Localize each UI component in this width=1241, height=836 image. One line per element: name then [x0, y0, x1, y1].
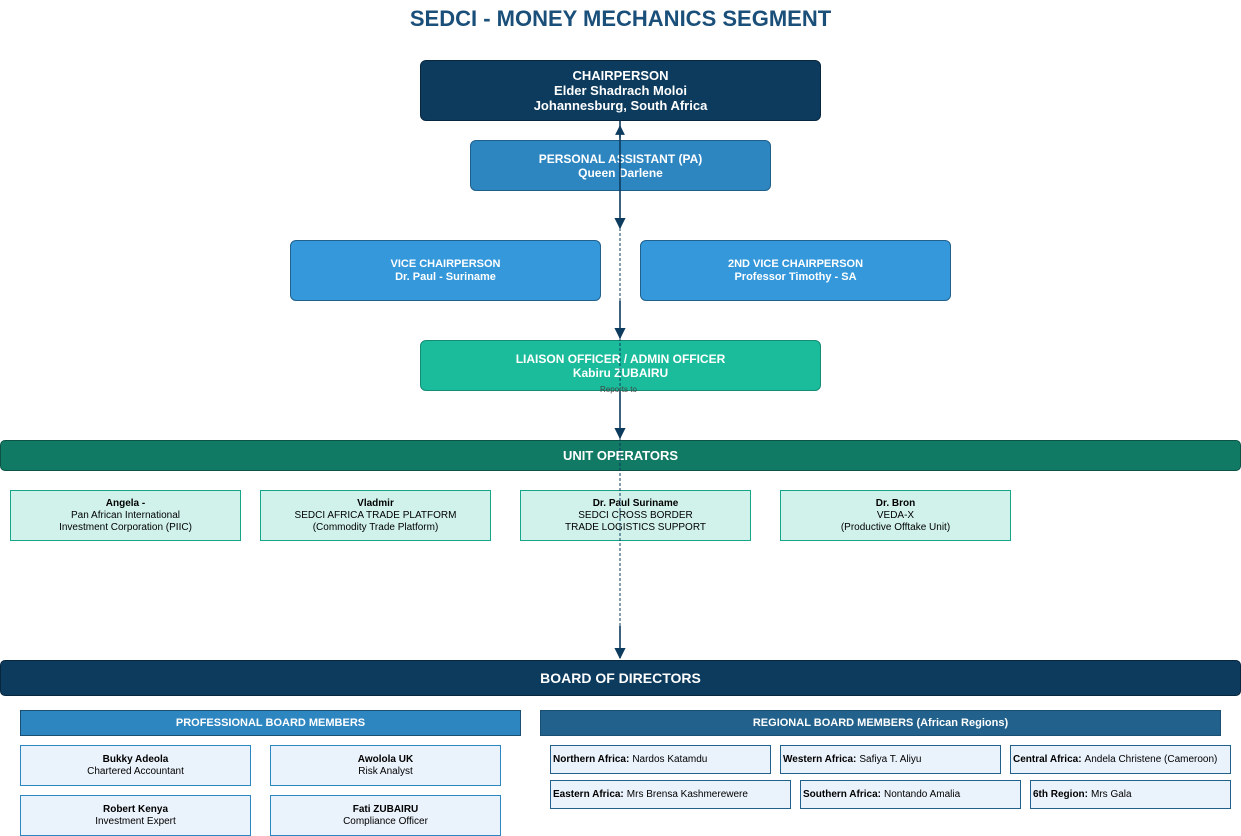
reports-to-label: Reports to — [600, 385, 637, 394]
operator-card[interactable]: Dr. Paul Suriname SEDCI CROSS BORDER TRA… — [520, 490, 751, 541]
regional-members-header: REGIONAL BOARD MEMBERS (African Regions) — [540, 710, 1221, 736]
professional-member-card[interactable]: Awolola UK Risk Analyst — [270, 745, 501, 786]
member-name: Mrs Gala — [1091, 789, 1132, 800]
member-region: 6th Region: — [1033, 789, 1088, 800]
member-name: Safiya T. Aliyu — [859, 754, 922, 765]
operator-name: Angela - — [105, 497, 146, 509]
vice-chair-role: VICE CHAIRPERSON — [390, 257, 501, 270]
member-title: Compliance Officer — [343, 815, 428, 827]
regional-member-card[interactable]: 6th Region: Mrs Gala — [1030, 780, 1231, 809]
second-vice-chair-role: 2ND VICE CHAIRPERSON — [727, 257, 864, 270]
operator-line: SEDCI AFRICA TRADE PLATFORM — [294, 509, 457, 521]
operator-line: TRADE LOGISTICS SUPPORT — [565, 521, 706, 533]
vice-chairperson-box[interactable]: VICE CHAIRPERSON Dr. Paul - Suriname — [290, 240, 601, 301]
member-title: Chartered Accountant — [87, 765, 184, 777]
member-region: Central Africa: — [1013, 754, 1082, 765]
operator-name: Dr. Paul Suriname — [592, 497, 679, 509]
professional-member-card[interactable]: Robert Kenya Investment Expert — [20, 795, 251, 836]
member-name: Robert Kenya — [102, 803, 168, 815]
member-region: Western Africa: — [783, 754, 857, 765]
member-region: Northern Africa: — [553, 754, 630, 765]
operator-card[interactable]: Vladmir SEDCI AFRICA TRADE PLATFORM (Com… — [260, 490, 491, 541]
liaison-name: Kabiru ZUBAIRU — [572, 365, 669, 380]
regional-member-card[interactable]: Eastern Africa: Mrs Brensa Kashmerewere — [550, 780, 791, 809]
member-region: Eastern Africa: — [553, 789, 624, 800]
member-name: Nontando Amalia — [883, 789, 961, 800]
member-name: Bukky Adeola — [102, 753, 169, 765]
operator-line: Investment Corporation (PIIC) — [59, 521, 192, 533]
member-title: Investment Expert — [95, 815, 176, 827]
operator-line: (Productive Offtake Unit) — [840, 521, 951, 533]
chairperson-box[interactable]: CHAIRPERSON Elder Shadrach Moloi Johanne… — [420, 60, 821, 121]
member-name: Andela Christene (Cameroon) — [1084, 754, 1218, 765]
operator-card[interactable]: Angela - Pan African International Inves… — [10, 490, 241, 541]
professional-member-card[interactable]: Fati ZUBAIRU Compliance Officer — [270, 795, 501, 836]
member-name: Awolola UK — [357, 753, 414, 765]
operator-card[interactable]: Dr. Bron VEDA-X (Productive Offtake Unit… — [780, 490, 1011, 541]
professional-members-header: PROFESSIONAL BOARD MEMBERS — [20, 710, 521, 736]
chairperson-name: Elder Shadrach Moloi — [554, 83, 687, 98]
chairperson-role: CHAIRPERSON — [572, 68, 669, 83]
member-region: Southern Africa: — [803, 789, 881, 800]
member-title: Risk Analyst — [358, 765, 413, 777]
member-name: Fati ZUBAIRU — [352, 803, 419, 815]
operator-line: SEDCI CROSS BORDER — [578, 509, 693, 521]
member-name: Nardos Katamdu — [632, 754, 708, 765]
operator-name: Dr. Bron — [875, 497, 916, 509]
regional-member-card[interactable]: Central Africa: Andela Christene (Camero… — [1010, 745, 1231, 774]
member-name: Mrs Brensa Kashmerewere — [626, 789, 748, 800]
regional-member-card[interactable]: Southern Africa: Nontando Amalia — [800, 780, 1021, 809]
board-of-directors-band: BOARD OF DIRECTORS — [0, 660, 1241, 696]
chairperson-location: Johannesburg, South Africa — [533, 98, 708, 113]
second-vice-chair-name: Professor Timothy - SA — [734, 270, 857, 283]
operator-name: Vladmir — [357, 497, 394, 509]
vice-chair-name: Dr. Paul - Suriname — [395, 270, 496, 283]
operator-line: (Commodity Trade Platform) — [312, 521, 439, 533]
regional-member-card[interactable]: Western Africa: Safiya T. Aliyu — [780, 745, 1001, 774]
professional-member-card[interactable]: Bukky Adeola Chartered Accountant — [20, 745, 251, 786]
page-title: SEDCI - MONEY MECHANICS SEGMENT — [409, 6, 832, 31]
operator-line: VEDA-X — [876, 509, 915, 521]
operator-line: Pan African International — [71, 509, 180, 521]
second-vice-chairperson-box[interactable]: 2ND VICE CHAIRPERSON Professor Timothy -… — [640, 240, 951, 301]
regional-member-card[interactable]: Northern Africa: Nardos Katamdu — [550, 745, 771, 774]
